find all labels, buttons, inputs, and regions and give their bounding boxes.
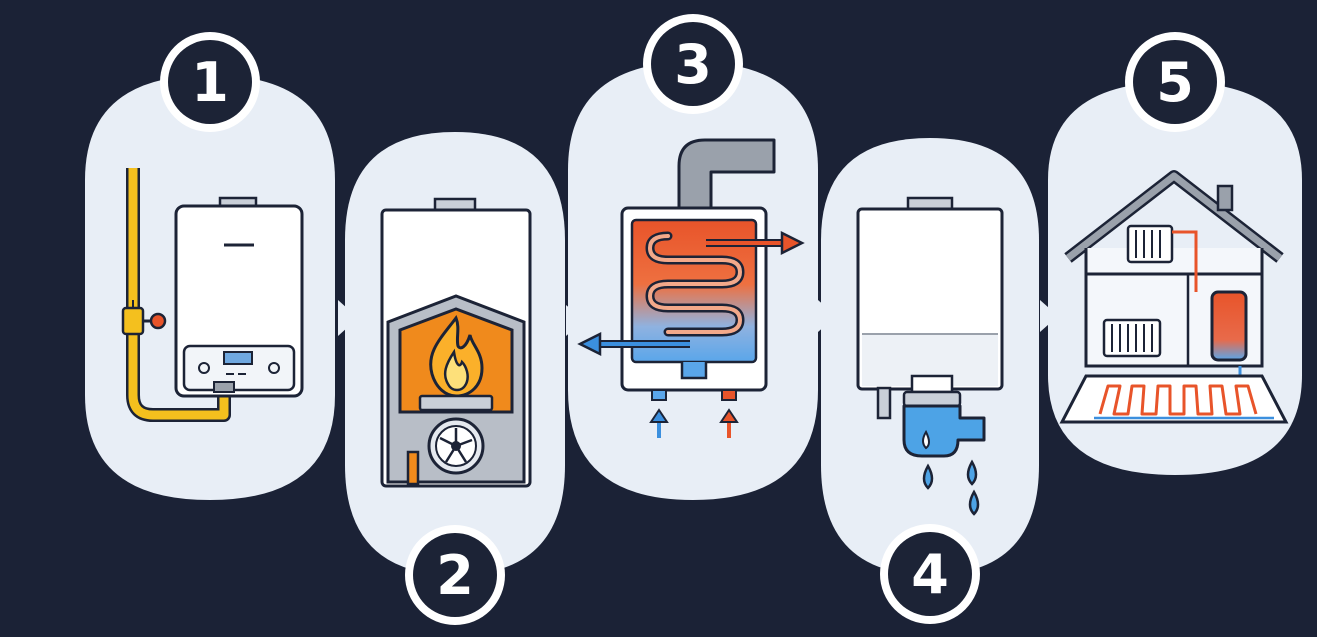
condensate-drain-icon xyxy=(856,196,1004,516)
step-4-badge: 4 xyxy=(880,524,980,624)
step-4-number: 4 xyxy=(911,543,949,606)
gas-valve-icon xyxy=(121,300,167,336)
flame-icon xyxy=(429,314,484,398)
flue-pipe-icon xyxy=(677,138,776,214)
hot-inlet-arrow-icon xyxy=(719,408,739,438)
cold-water-return-arrow-icon xyxy=(577,331,690,357)
boiler-with-gas-supply-icon xyxy=(121,168,304,422)
step-1-number: 1 xyxy=(191,51,229,114)
cold-inlet-arrow-icon xyxy=(649,408,669,438)
boiler-display-icon xyxy=(223,351,253,365)
step-2-number: 2 xyxy=(436,544,474,607)
water-drop-icon xyxy=(922,459,980,516)
underfloor-heating-icon xyxy=(1098,384,1258,416)
fan-icon xyxy=(427,417,485,475)
combustion-chamber-flame-icon xyxy=(380,197,532,488)
step-3-number: 3 xyxy=(674,33,712,96)
step-2-badge: 2 xyxy=(405,525,505,625)
step-5: 5 xyxy=(1048,32,1302,475)
step-1-badge: 1 xyxy=(160,32,260,132)
step-4: 4 xyxy=(821,138,1039,624)
step-5-badge: 5 xyxy=(1125,32,1225,132)
step-3-badge: 3 xyxy=(643,14,743,114)
house-heating-distribution-icon xyxy=(1059,170,1289,424)
radiator-icon xyxy=(1102,224,1174,358)
step-5-number: 5 xyxy=(1156,51,1194,114)
hot-water-cylinder-icon xyxy=(1210,290,1248,362)
heat-exchanger-icon xyxy=(577,138,805,438)
step-3: 3 xyxy=(568,14,818,500)
step-2: 2 xyxy=(345,132,565,625)
step-1: 1 xyxy=(85,32,335,500)
hot-water-out-arrow-icon xyxy=(706,230,805,256)
